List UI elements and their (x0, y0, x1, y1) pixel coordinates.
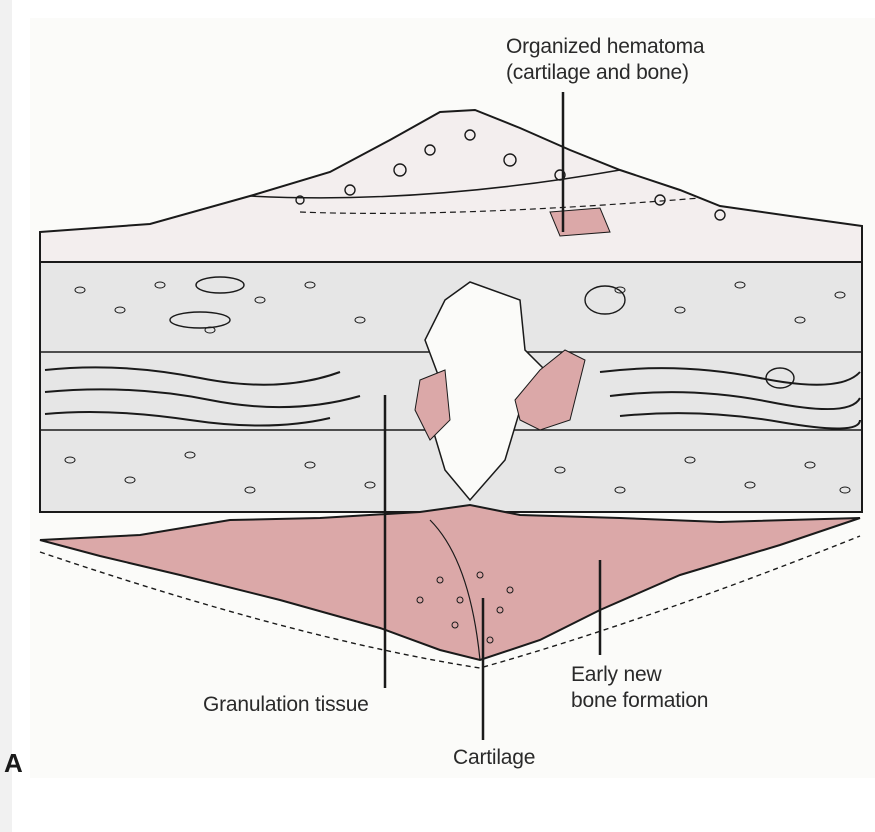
callus-mound (40, 110, 862, 262)
label-early-new-bone-formation: Early new bone formation (571, 662, 708, 714)
early-bone-crescent (40, 505, 860, 660)
label-cartilage: Cartilage (453, 745, 535, 771)
label-organized-hematoma: Organized hematoma (cartilage and bone) (506, 34, 704, 86)
panel-letter: A (4, 748, 23, 779)
label-granulation-tissue: Granulation tissue (203, 692, 369, 718)
